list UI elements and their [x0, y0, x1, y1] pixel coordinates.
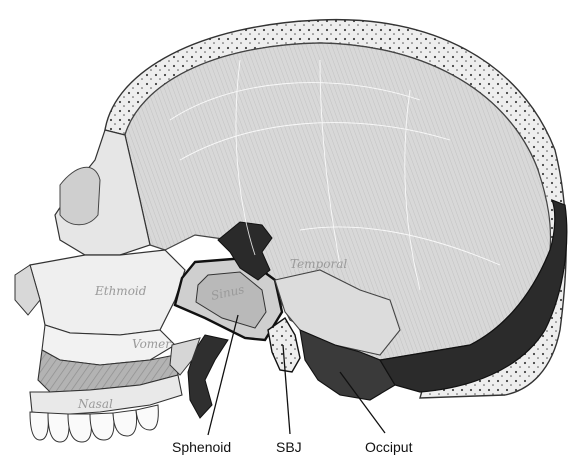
- frontal-sinus: [60, 167, 100, 224]
- label-vomer: Vomer: [132, 337, 172, 351]
- sphenoid-leader-line: [208, 315, 238, 435]
- label-nasal: Nasal: [77, 397, 113, 411]
- callout-occiput: Occiput: [365, 439, 413, 455]
- callout-sbj: SBJ: [276, 439, 302, 455]
- label-ethmoid: Ethmoid: [94, 284, 147, 298]
- label-temporal: Temporal: [290, 257, 347, 271]
- callout-sphenoid: Sphenoid: [172, 439, 231, 455]
